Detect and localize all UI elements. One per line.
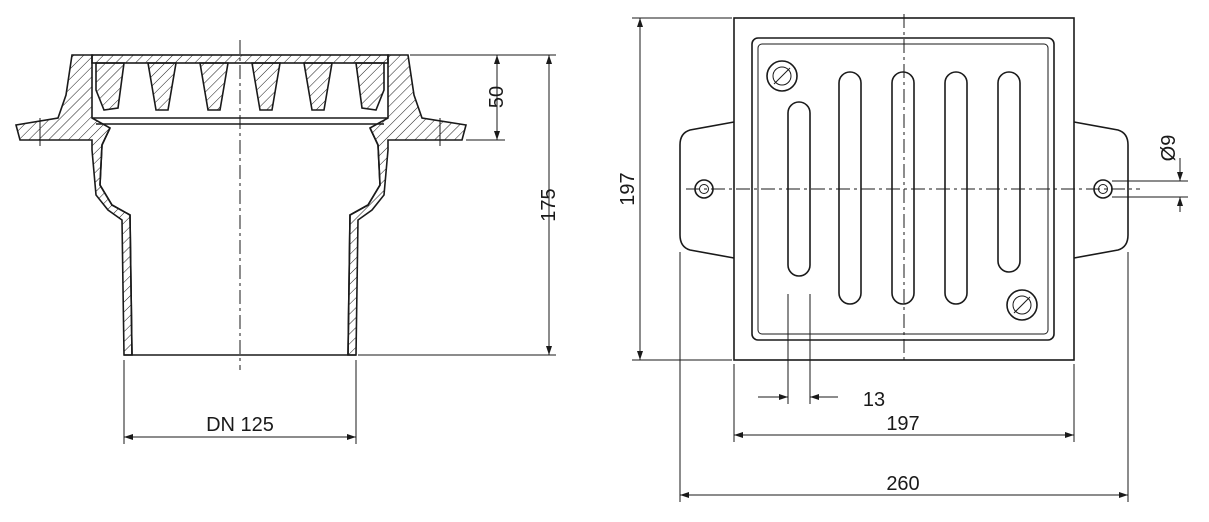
dim-197h-label: 197 bbox=[886, 413, 919, 435]
grate-tooth bbox=[355, 62, 385, 111]
grate-tooth bbox=[147, 62, 177, 111]
dim-13-label: 13 bbox=[863, 389, 885, 411]
plan-slot bbox=[838, 71, 862, 305]
dim-dn-label: DN 125 bbox=[206, 414, 274, 436]
plan-left-ear bbox=[679, 121, 735, 259]
plan-slots bbox=[787, 71, 1021, 305]
section-inner-left bbox=[99, 127, 133, 356]
plan-screw-bottom-right bbox=[1006, 289, 1038, 321]
section-inner-right bbox=[347, 127, 381, 356]
plan-view: 197 Ø9 13 197 260 bbox=[617, 14, 1188, 502]
plan-slot bbox=[891, 71, 915, 305]
dim-d9-label: Ø9 bbox=[1158, 135, 1180, 162]
grate-tooth bbox=[95, 62, 125, 111]
grate-tooth bbox=[251, 62, 281, 111]
dim-197v-label: 197 bbox=[617, 172, 639, 205]
section-view: 50 175 DN 125 bbox=[15, 40, 560, 444]
section-grate-rim bbox=[91, 54, 389, 64]
dim-175-label: 175 bbox=[538, 188, 560, 221]
grate-tooth bbox=[303, 62, 333, 111]
grate-tooth bbox=[199, 62, 229, 111]
plan-right-ear bbox=[1073, 121, 1129, 259]
dim-260-label: 260 bbox=[886, 473, 919, 495]
dim-50-label: 50 bbox=[486, 86, 508, 108]
plan-slot bbox=[997, 71, 1021, 273]
plan-screw-top-left bbox=[766, 60, 798, 92]
plan-slot bbox=[944, 71, 968, 305]
section-grate-teeth bbox=[95, 62, 385, 111]
